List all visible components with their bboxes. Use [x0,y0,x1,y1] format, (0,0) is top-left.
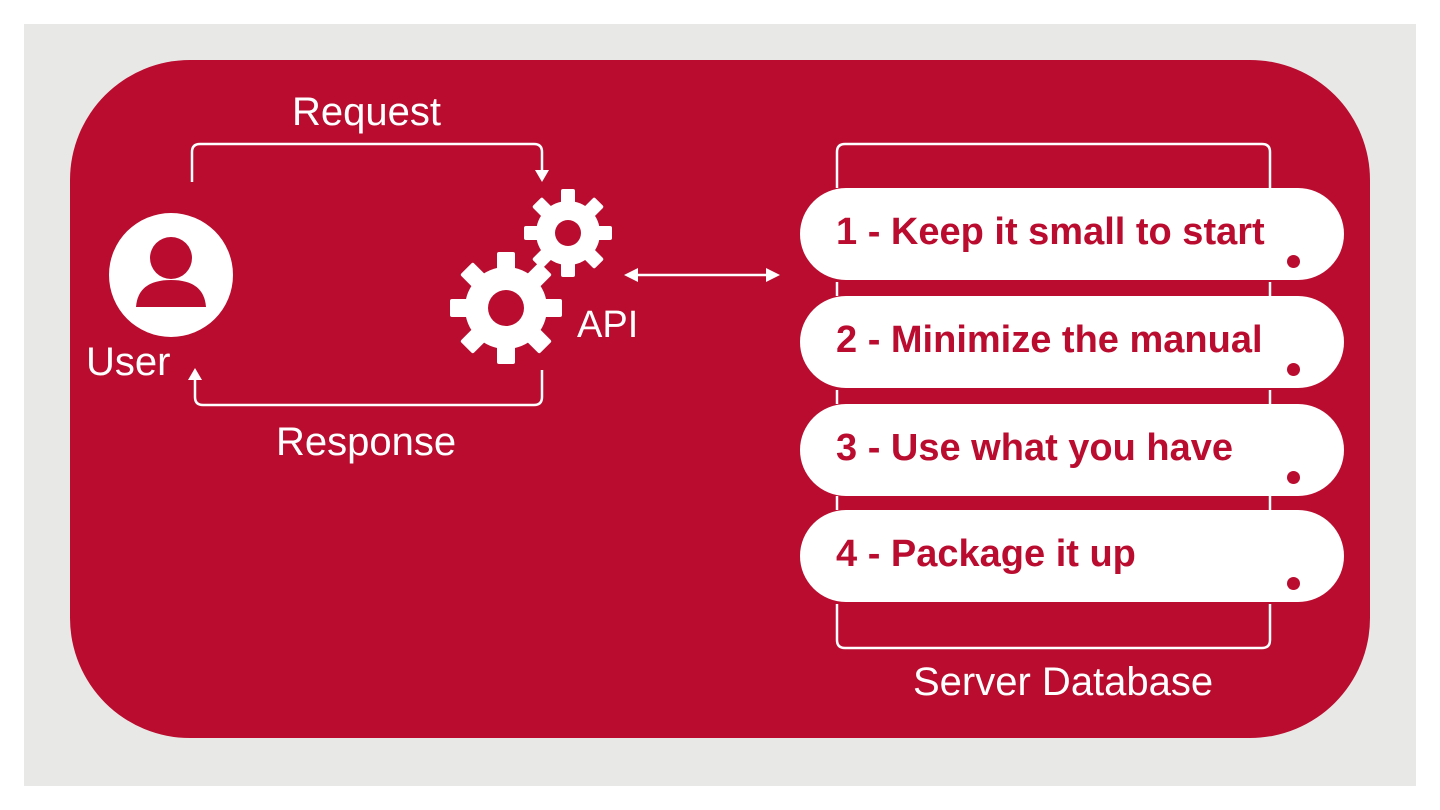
request-connector [190,142,544,182]
request-arrowhead [535,170,549,182]
step-label: 1 - Keep it small to start [836,211,1265,253]
user-avatar-icon [109,213,233,337]
step-dot [1287,577,1300,590]
step-dot [1287,363,1300,376]
gears-icon [450,189,612,364]
request-label: Request [292,90,441,134]
response-arrowhead [188,368,202,380]
response-connector [193,370,544,407]
server-database-outline-bottom [835,604,1272,650]
user-label: User [86,340,171,384]
step-label: 3 - Use what you have [836,427,1234,469]
step-pill: 4 - Package it up [800,510,1344,602]
step-pill: 3 - Use what you have [800,404,1344,496]
api-db-arrowhead-left [624,268,638,282]
api-db-arrowhead-right [766,268,780,282]
server-database-label: Server Database [913,660,1214,704]
diagram-card [70,60,1370,738]
response-label: Response [276,420,457,464]
step-dot [1287,255,1300,268]
step-label: 4 - Package it up [836,533,1136,575]
step-pill: 2 - Minimize the manual [800,296,1344,388]
step-pill: 1 - Keep it small to start [800,188,1344,280]
server-database-outline [835,142,1272,188]
step-dot [1287,471,1300,484]
api-label: API [577,304,639,346]
step-label: 2 - Minimize the manual [836,319,1263,361]
